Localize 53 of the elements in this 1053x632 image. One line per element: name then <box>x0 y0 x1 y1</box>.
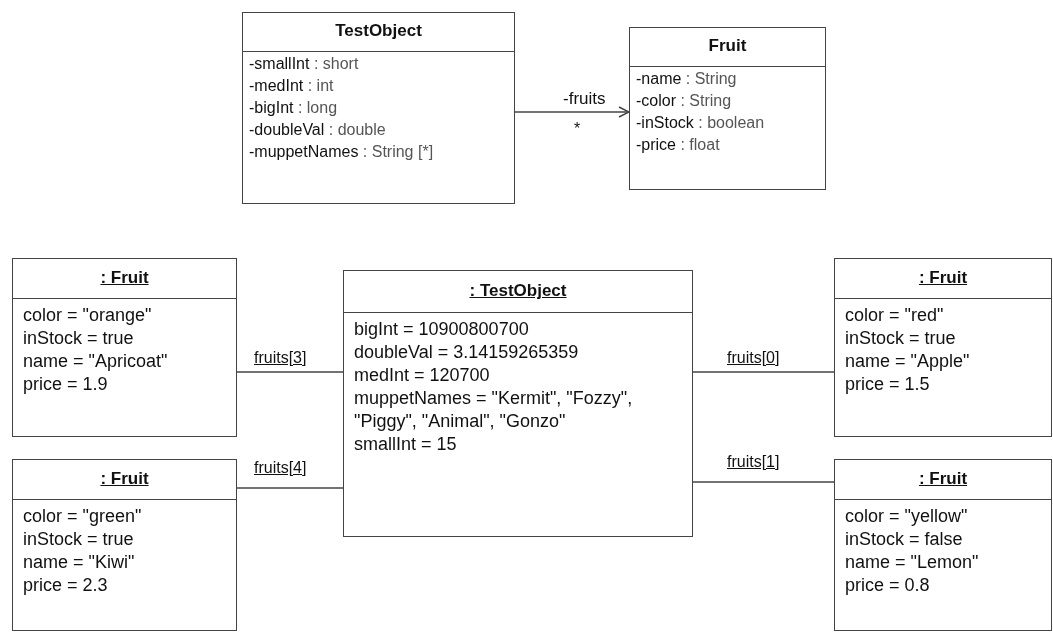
attribute-text: -name : String <box>636 69 737 89</box>
object-name: : Fruit <box>100 267 149 288</box>
object-box <box>12 459 237 631</box>
class-box <box>242 12 515 204</box>
slot-text: inStock = true <box>23 528 134 551</box>
slot-text: name = "Apricoat" <box>23 350 168 373</box>
slot-text: inStock = true <box>23 327 134 350</box>
object-name: : Fruit <box>918 267 968 288</box>
link-label: fruits[3] <box>254 349 307 367</box>
attribute-text: -muppetNames : String [*] <box>249 142 434 162</box>
slot-text: color = "orange" <box>23 304 152 327</box>
link-label: fruits[4] <box>254 459 307 477</box>
attribute-text: -bigInt : long <box>249 98 338 118</box>
object-box <box>12 258 237 437</box>
slot-text: price = 1.9 <box>23 373 108 396</box>
slot-text: price = 1.5 <box>845 373 930 396</box>
slot-text: name = "Lemon" <box>845 551 979 574</box>
slot-text: name = "Kiwi" <box>23 551 135 574</box>
attribute-text: -color : String <box>636 91 732 111</box>
association-line <box>236 487 344 489</box>
slot-text: name = "Apple" <box>845 350 970 373</box>
object-name: : Fruit <box>918 468 968 489</box>
slot-text: color = "green" <box>23 505 142 528</box>
slot-text: doubleVal = 3.14159265359 <box>354 341 579 364</box>
object-box <box>343 270 693 537</box>
slot-text: inStock = false <box>845 528 963 551</box>
slot-text: inStock = true <box>845 327 956 350</box>
slot-text: price = 2.3 <box>23 574 108 597</box>
slot-text: color = "red" <box>845 304 944 327</box>
slot-text: smallInt = 15 <box>354 433 457 456</box>
class-name: Fruit <box>708 36 747 57</box>
class-name: TestObject <box>335 21 422 42</box>
attribute-text: -inStock : boolean <box>636 113 765 133</box>
object-name: : Fruit <box>100 468 149 489</box>
association-line <box>692 371 835 373</box>
attribute-text: -doubleVal : double <box>249 120 386 140</box>
association-line <box>514 106 630 118</box>
object-name: : TestObject <box>469 280 567 301</box>
attribute-text: -price : float <box>636 135 720 155</box>
association-line <box>692 481 835 483</box>
class-box <box>629 27 826 190</box>
attribute-text: -medInt : int <box>249 76 334 96</box>
object-box <box>834 459 1052 631</box>
slot-text: bigInt = 10900800700 <box>354 318 529 341</box>
slot-text: muppetNames = "Kermit", "Fozzy", "Piggy", "Animal", "Gonzo" <box>354 387 634 433</box>
slot-text: medInt = 120700 <box>354 364 490 387</box>
association-line <box>236 371 344 373</box>
link-label: fruits[1] <box>727 453 780 471</box>
slot-text: color = "yellow" <box>845 505 968 528</box>
link-label: fruits[0] <box>727 349 780 367</box>
object-box <box>834 258 1052 437</box>
slot-text: price = 0.8 <box>845 574 930 597</box>
attribute-text: -smallInt : short <box>249 54 359 74</box>
